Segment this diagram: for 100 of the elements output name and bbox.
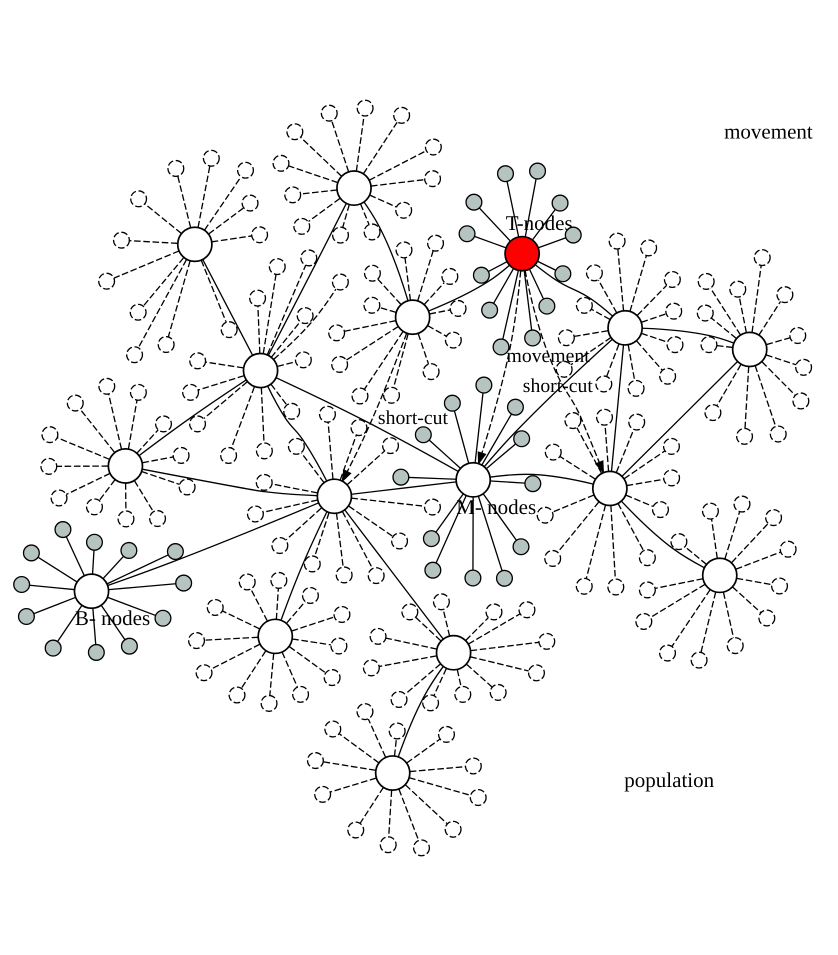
connector [711, 317, 737, 338]
connector [351, 480, 456, 494]
connector [197, 166, 210, 227]
connector [433, 668, 447, 696]
node-circle [696, 304, 714, 322]
node-circle [736, 427, 754, 444]
connector [107, 502, 318, 586]
connector [266, 264, 306, 354]
connector [289, 646, 326, 673]
node-circle [324, 720, 342, 738]
connector [272, 482, 318, 494]
connector [377, 278, 402, 304]
node-circle [504, 235, 540, 272]
node-circle [88, 643, 105, 660]
node-circle [576, 296, 593, 314]
node-circle [228, 686, 246, 704]
node-circle [220, 446, 238, 464]
connector [454, 410, 470, 463]
connector [552, 494, 594, 512]
node-circle [288, 437, 305, 454]
connector [66, 472, 110, 495]
node-circle [729, 280, 746, 298]
connector [124, 482, 127, 510]
node-circle [544, 443, 562, 460]
connector [478, 207, 510, 241]
connector [626, 494, 654, 507]
connector [470, 656, 529, 672]
node-circle [426, 234, 444, 252]
node-circle [238, 572, 256, 590]
connector [606, 344, 620, 376]
label: movement [724, 118, 813, 143]
connector [744, 366, 750, 428]
connector [528, 268, 544, 298]
connector [502, 270, 520, 339]
connector [198, 374, 244, 390]
connector [576, 426, 602, 474]
connector [762, 360, 796, 395]
node-circle [251, 226, 268, 243]
node-circle [444, 820, 462, 838]
connector [57, 604, 82, 641]
node-circle [336, 170, 372, 206]
node-circle [702, 502, 719, 520]
connector [56, 464, 108, 467]
node-circle [472, 266, 490, 284]
node-circle [659, 367, 676, 384]
connector [710, 288, 742, 335]
connector [642, 327, 734, 344]
connector [80, 408, 115, 452]
node-circle [638, 548, 656, 566]
node-circle [268, 258, 286, 275]
node-circle [356, 99, 374, 116]
connector [200, 260, 227, 322]
node-circle [256, 442, 273, 459]
node-circle [382, 386, 400, 404]
node-circle [175, 574, 192, 592]
connector [346, 325, 399, 360]
node-circle [496, 164, 514, 182]
node-circle [395, 201, 412, 218]
node-circle [770, 576, 788, 594]
connector [276, 588, 280, 619]
node-circle [364, 222, 381, 240]
connector [263, 498, 318, 512]
node-circle [538, 632, 556, 650]
connector [288, 164, 338, 183]
node-circle [422, 694, 440, 711]
connector [308, 198, 340, 222]
node-circle [496, 569, 513, 586]
node-circle [628, 413, 646, 430]
node-circle [666, 336, 684, 353]
connector [346, 450, 385, 484]
node-circle [333, 605, 350, 623]
connector [280, 510, 328, 620]
connector [490, 480, 525, 484]
connector [379, 654, 437, 667]
node-circle [441, 267, 458, 284]
connector [107, 554, 168, 584]
node-circle [316, 478, 352, 514]
connector [484, 338, 613, 467]
node-circle [220, 320, 238, 338]
connector [641, 332, 668, 342]
node-circle [294, 350, 312, 368]
node-circle [795, 358, 812, 376]
node-circle [552, 194, 569, 212]
connector [300, 136, 342, 176]
arrow [524, 270, 604, 474]
connector [617, 502, 644, 551]
node-circle [789, 326, 806, 344]
connector [410, 766, 466, 772]
node-circle [54, 520, 72, 538]
connector [340, 434, 357, 480]
connector [470, 641, 539, 651]
connector [230, 386, 255, 448]
node-circle [412, 838, 430, 856]
connector [136, 428, 159, 454]
node-circle [635, 612, 652, 630]
node-circle [257, 618, 294, 654]
connector [282, 651, 298, 687]
node-circle [154, 609, 172, 626]
connector [130, 240, 178, 244]
node-circle [196, 664, 213, 681]
